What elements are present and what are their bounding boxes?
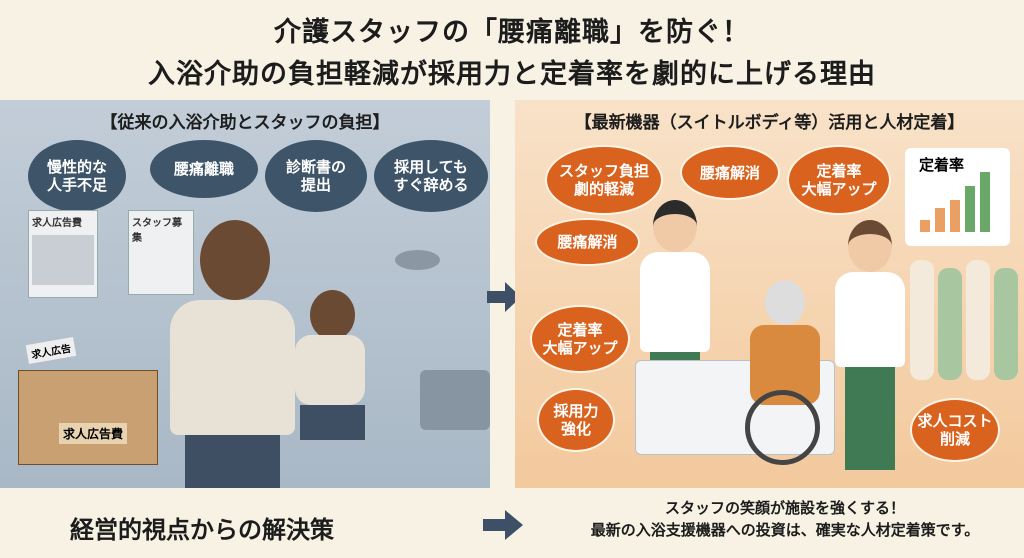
bubble-back-pain-resignation: 腰痛離職 <box>150 140 258 198</box>
bottom-message-line-2: 最新の入浴支援機器への投資は、確実な人材定着策です。 <box>590 521 980 539</box>
box-label: 求人広告費 <box>59 423 128 444</box>
staff-group-illustration <box>905 260 1020 390</box>
person-silhouette-icon <box>32 235 94 285</box>
bubble-back-pain-solved-2: 腰痛解消 <box>535 218 640 266</box>
bottom-message: スタッフの笑顔が施設を強くする！ 最新の入浴支援機器への投資は、確実な人材定着策… <box>550 497 1020 541</box>
chart-label: 定着率 <box>919 156 965 174</box>
tired-staff-illustration <box>160 210 305 488</box>
bubble-recruiting-power: 採用力 強化 <box>537 388 615 452</box>
bubble-back-pain-solved: 腰痛解消 <box>680 145 780 200</box>
right-panel: 【最新機器（スイトルボディ等）活用と人材定着】 スタッフ負担 劇的軽減 腰痛解消… <box>515 100 1024 488</box>
bench <box>420 370 490 430</box>
poster-ad-cost: 求人広告費 <box>28 210 98 298</box>
bubble-staff-shortage: 慢性的な 人手不足 <box>28 140 126 212</box>
seated-staff-illustration <box>290 290 370 440</box>
title-line-2: 入浴介助の負担軽減が採用力と定着率を劇的に上げる理由 <box>148 59 876 90</box>
left-panel: 【従来の入浴介助とスタッフの負担】 慢性的な 人手不足 腰痛離職 診断書の 提出… <box>0 100 490 488</box>
right-heading: 【最新機器（スイトルボディ等）活用と人材定着】 <box>574 113 965 133</box>
cardboard-box: 求人広告費 求人広告 <box>18 336 158 465</box>
retention-chart: 定着率 <box>905 148 1010 246</box>
bottom-solution-label: 経営的視点からの解決策 <box>70 516 334 544</box>
box-paper-label: 求人広告 <box>25 336 77 365</box>
bubble-burden-reduced: スタッフ負担 劇的軽減 <box>545 145 663 215</box>
bubble-retention-up: 定着率 大幅アップ <box>787 145 891 215</box>
poster-staff-recruit: スタッフ募集 <box>128 210 194 295</box>
strainer-icon <box>395 250 440 270</box>
arrow-right-icon <box>487 282 521 312</box>
bottom-message-line-1: スタッフの笑顔が施設を強くする！ <box>664 499 905 517</box>
left-heading: 【従来の入浴介助とスタッフの負担】 <box>100 113 390 133</box>
poster-ad-cost-label: 求人広告費 <box>32 218 82 229</box>
elderly-wheelchair-illustration <box>740 280 830 465</box>
bubble-recruit-cost-reduced: 求人コスト 削減 <box>910 398 1000 462</box>
poster-staff-recruit-label: スタッフ募集 <box>132 218 182 244</box>
bubble-retention-up-2: 定着率 大幅アップ <box>530 305 630 373</box>
bubble-medical-certificate: 診断書の 提出 <box>265 140 367 212</box>
arrow-right-icon-bottom <box>483 510 523 540</box>
female-staff-illustration <box>830 220 910 470</box>
bubble-quick-quit: 採用しても すぐ辞める <box>374 140 488 212</box>
title-line-1: 介護スタッフの「腰痛離職」を防ぐ！ <box>274 17 750 48</box>
